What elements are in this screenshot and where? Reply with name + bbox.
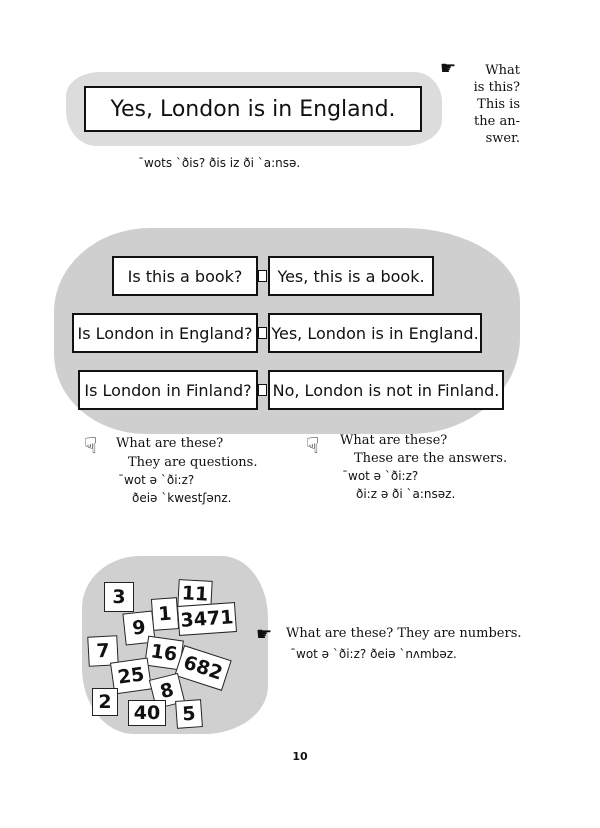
number-card: 3471 bbox=[177, 602, 237, 636]
connector-tick bbox=[258, 327, 267, 339]
right-caption-line: These are the answers. bbox=[354, 451, 508, 466]
pointing-hand-icon: ☛ bbox=[440, 58, 457, 79]
numbers-phonetic: ˉwot ə ˋði:z? ðeiə ˋnʌmbəz. bbox=[290, 647, 457, 661]
side-note-line: What bbox=[485, 63, 520, 78]
number-card: 3 bbox=[104, 582, 134, 612]
connector-tick bbox=[258, 270, 267, 282]
numbers-caption: What are these? They are numbers. bbox=[286, 626, 522, 641]
question-box: Is London in England? bbox=[72, 313, 258, 353]
question-box: Is this a book? bbox=[112, 256, 258, 296]
right-caption-phonetic: ði:z ə ði ˋa:nsəz. bbox=[356, 487, 456, 501]
headline-box: Yes, London is in England. bbox=[84, 86, 422, 132]
left-caption-line: What are these? bbox=[116, 436, 224, 451]
number-card: 40 bbox=[128, 700, 166, 726]
answer-box: No, London is not in Finland. bbox=[268, 370, 504, 410]
page-number: 10 bbox=[292, 750, 308, 763]
side-note: What is this? This is the an- swer. bbox=[462, 62, 520, 147]
answer-box: Yes, London is in England. bbox=[268, 313, 482, 353]
answer-box: Yes, this is a book. bbox=[268, 256, 434, 296]
side-note-line: This is bbox=[477, 97, 520, 112]
headline-phonetic: ˉwots ˋðis? ðis iz ði ˋa:nsə. bbox=[138, 156, 301, 170]
side-note-line: the an- bbox=[474, 114, 520, 129]
number-card: 5 bbox=[175, 699, 203, 729]
pointing-hand-down-icon: ☟ bbox=[306, 434, 320, 459]
right-caption-line: What are these? bbox=[340, 433, 448, 448]
number-card: 1 bbox=[150, 597, 180, 631]
left-caption-line: They are questions. bbox=[128, 455, 258, 470]
side-note-line: swer. bbox=[485, 131, 520, 146]
number-card: 2 bbox=[92, 688, 118, 716]
right-caption-phonetic: ˉwot ə ˋði:z? bbox=[342, 469, 419, 483]
pointing-hand-down-icon: ☟ bbox=[84, 434, 98, 459]
connector-tick bbox=[258, 384, 267, 396]
left-caption-phonetic: ˉwot ə ˋði:z? bbox=[118, 473, 195, 487]
pointing-hand-icon: ☛ bbox=[256, 624, 273, 645]
side-note-line: is this? bbox=[473, 80, 520, 95]
left-caption-phonetic: ðeiə ˋkwestʃənz. bbox=[132, 491, 232, 505]
question-box: Is London in Finland? bbox=[78, 370, 258, 410]
